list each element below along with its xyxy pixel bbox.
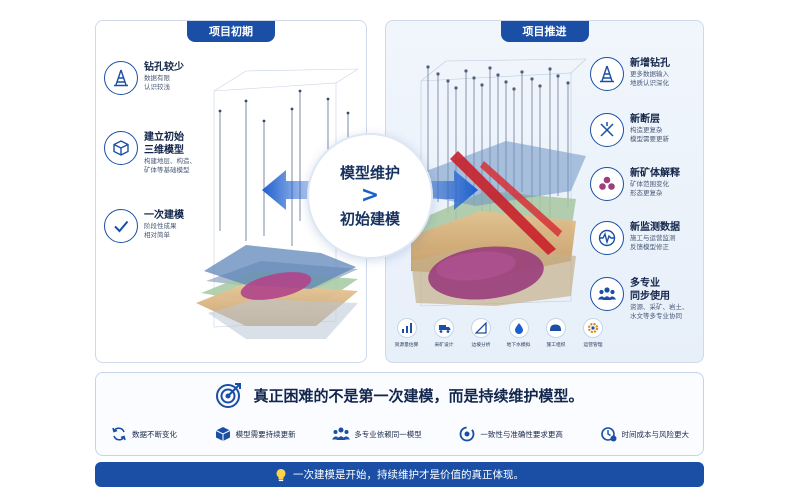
borehole-collar xyxy=(496,73,500,77)
checkmark-icon xyxy=(104,209,138,243)
water-drop-icon xyxy=(508,318,529,338)
feature-one-time-modeling: 一次建模 阶段性成果 相对简单 xyxy=(104,209,184,243)
tool-resource-estimation: 资源量估算 xyxy=(390,318,424,348)
factor-model-updates: 模型需要持续更新 xyxy=(214,425,296,443)
greater-than-symbol: > xyxy=(360,183,380,208)
borehole-collar xyxy=(454,86,458,90)
factor-data-changes: 数据不断变化 xyxy=(110,425,177,443)
cube-icon xyxy=(104,131,138,165)
factor-consistency: 一致性与准确性要求更高 xyxy=(458,425,563,443)
factor-list: 数据不断变化 模型需要持续更新 多专业依赖同一模型 一致性与准确性要求更高 时间… xyxy=(110,425,689,443)
application-tools: 资源量估算 采矿设计 边坡分析 地下水模拟 施工组织 运营管理 xyxy=(390,318,610,348)
borehole-collar xyxy=(426,65,430,69)
badge-line-maintenance: 模型维护 xyxy=(339,164,400,182)
drill-rig-icon xyxy=(104,61,138,95)
borehole-collar xyxy=(480,83,484,87)
main-statement-text: 真正困难的不是第一次建模，而是持续维护模型。 xyxy=(253,386,584,405)
maintenance-over-initial-badge: 模型维护 > 初始建模 xyxy=(307,133,433,259)
footer-text: 一次建模是开始，持续维护才是价值的真正体现。 xyxy=(293,469,524,481)
borehole-collar xyxy=(548,67,552,71)
tool-mining-design: 采矿设计 xyxy=(427,318,461,348)
cube-update-icon xyxy=(214,425,232,443)
slope-icon xyxy=(471,318,492,338)
borehole-collar xyxy=(566,81,570,85)
feature-new-ore-interpretation: 新矿体解释 矿体范围变化 形态更复杂 xyxy=(590,167,680,201)
refresh-icon xyxy=(110,425,128,443)
borehole-collar xyxy=(530,77,534,81)
consistency-icon xyxy=(458,425,476,443)
feature-multi-discipline: 多专业 同步使用 资源、采矿、岩土、 水文等多专业协同 xyxy=(590,277,689,321)
bar-chart-icon xyxy=(397,318,417,338)
borehole-collar xyxy=(446,79,450,83)
project-advance-title: 项目推进 xyxy=(500,21,589,42)
footer-conclusion-bar: 一次建模是开始，持续维护才是价值的真正体现。 xyxy=(95,462,704,487)
factor-time-cost-risk: 时间成本与风险更大 xyxy=(600,425,689,443)
initial-stage-title: 项目初期 xyxy=(187,21,275,42)
main-statement: 真正困难的不是第一次建模，而是持续维护模型。 xyxy=(96,381,703,409)
gear-icon xyxy=(582,318,603,338)
team-icon xyxy=(332,425,351,443)
ore-body-icon xyxy=(590,167,624,201)
feature-new-fault: 新断层 构造更复杂 模型需要更新 xyxy=(590,113,669,147)
lightbulb-icon xyxy=(276,468,286,481)
feature-few-boreholes: 钻孔较少 数据有限 认识较浅 xyxy=(104,61,184,95)
borehole-collar xyxy=(504,80,508,84)
borehole-collar xyxy=(512,87,516,91)
tool-groundwater-simulation: 地下水模拟 xyxy=(502,318,536,348)
tool-slope-analysis: 边坡分析 xyxy=(464,318,498,348)
borehole-collar xyxy=(472,76,476,80)
truck-icon xyxy=(434,318,455,338)
feature-new-boreholes: 新增钻孔 更多数据输入 地质认识深化 xyxy=(590,57,670,91)
drill-rig-icon xyxy=(590,57,624,91)
feature-initial-3d-model: 建立初始 三维模型 构建地层、构造、 矿体等基础模型 xyxy=(104,131,196,175)
arrow-left xyxy=(262,170,320,210)
feature-new-monitoring-data: 新监测数据 施工与运营监测 反馈模型修正 xyxy=(590,221,680,255)
borehole-collar xyxy=(464,69,468,73)
target-icon xyxy=(216,383,242,408)
borehole-collar xyxy=(488,66,492,70)
initial-geologic-model xyxy=(196,68,359,339)
borehole-collar xyxy=(436,72,440,76)
time-money-icon xyxy=(600,425,618,443)
borehole-collar xyxy=(556,74,560,78)
borehole-collar xyxy=(538,84,542,88)
tool-operations-management: 运营管理 xyxy=(576,318,610,348)
team-icon xyxy=(590,277,624,311)
borehole-collar xyxy=(520,70,524,74)
helmet-icon xyxy=(545,318,566,338)
arrow-right xyxy=(420,170,478,210)
badge-line-initial: 初始建模 xyxy=(339,210,400,228)
factor-shared-model: 多专业依赖同一模型 xyxy=(332,425,422,443)
monitoring-icon xyxy=(590,221,624,255)
tool-construction-organization: 施工组织 xyxy=(539,318,573,348)
fault-icon xyxy=(590,113,624,147)
key-insight-box: 真正困难的不是第一次建模，而是持续维护模型。 数据不断变化 模型需要持续更新 多… xyxy=(95,372,704,456)
